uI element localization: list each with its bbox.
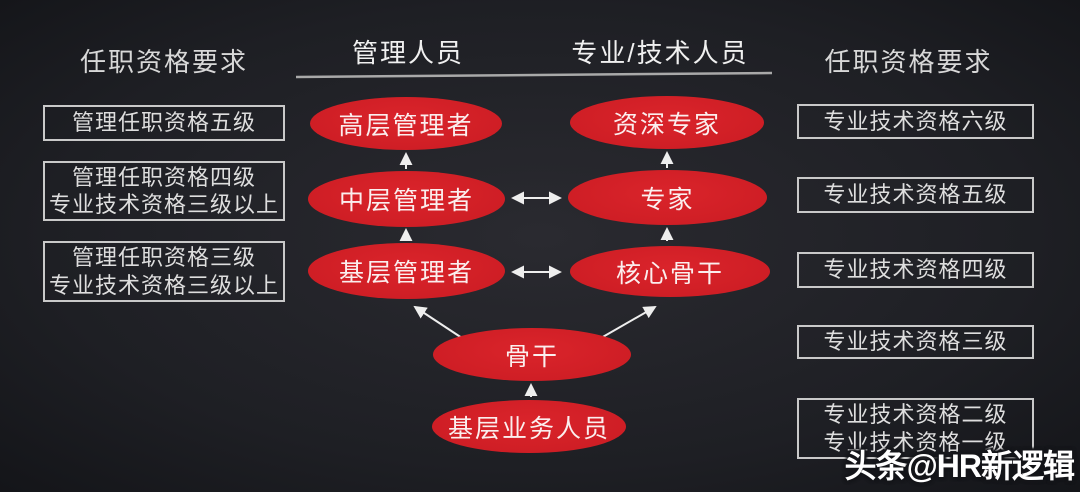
node-expert: 专家 (568, 170, 767, 225)
node-middle-manager: 中层管理者 (308, 171, 505, 227)
qualification-box-line: 管理任职资格四级 (71, 164, 256, 190)
professional-column-header: 专业/技术人员 (571, 38, 749, 68)
column-header-divider (295, 71, 773, 79)
node-label: 高层管理者 (338, 111, 474, 140)
qualification-box-line: 专业技术资格五级 (823, 182, 1008, 208)
node-label: 资深专家 (612, 110, 721, 139)
node-label: 基层业务人员 (447, 414, 610, 443)
node-label: 中层管理者 (338, 187, 474, 215)
arrow-backbone-to-core-backbone (600, 306, 657, 339)
node-label: 专家 (640, 185, 695, 214)
node-backbone: 骨干 (433, 328, 631, 381)
qualification-box-line: 专业技术资格六级 (823, 108, 1008, 134)
qualification-box-line: 管理任职资格三级 (71, 245, 256, 270)
watermark-brand: 头条 (844, 448, 908, 484)
node-label: 骨干 (504, 342, 559, 371)
qualification-box-management-level4: 管理任职资格四级 专业技术资格三级以上 (43, 161, 285, 221)
right-panel-title: 任职资格要求 (824, 47, 993, 77)
qualification-box-technical-level2-1: 专业技术资格二级 专业技术资格一级 (797, 398, 1034, 459)
qualification-box-line: 管理任职资格五级 (71, 110, 256, 136)
qualification-box-technical-level6: 专业技术资格六级 (797, 104, 1034, 139)
qualification-box-management-level3: 管理任职资格三级 专业技术资格三级以上 (43, 241, 285, 302)
node-frontline-manager: 基层管理者 (308, 243, 505, 299)
node-core-backbone: 核心骨干 (570, 246, 770, 297)
qualification-box-line: 专业技术资格二级 (823, 402, 1008, 427)
qualification-box-line: 专业技术资格三级以上 (48, 272, 279, 298)
node-senior-expert: 资深专家 (570, 96, 764, 149)
qualification-box-management-level5: 管理任职资格五级 (43, 105, 285, 141)
node-label: 基层管理者 (338, 259, 474, 287)
management-column-header: 管理人员 (351, 38, 464, 68)
watermark: 头条@HR新逻辑 (844, 441, 1075, 487)
qualification-box-line: 专业技术资格三级 (823, 329, 1008, 355)
node-top-manager: 高层管理者 (310, 97, 502, 150)
qualification-box-line: 专业技术资格四级 (823, 257, 1008, 283)
arrow-backbone-to-frontline-manager (413, 305, 463, 339)
qualification-box-technical-level4: 专业技术资格四级 (797, 252, 1034, 288)
watermark-handle: @HR新逻辑 (906, 448, 1075, 484)
qualification-box-line: 专业技术资格三级以上 (48, 192, 279, 217)
qualification-box-technical-level3: 专业技术资格三级 (797, 325, 1034, 359)
qualification-box-line: 专业技术资格一级 (823, 429, 1008, 455)
node-frontline-staff: 基层业务人员 (432, 400, 626, 453)
left-panel-title: 任职资格要求 (79, 47, 248, 77)
node-label: 核心骨干 (615, 259, 724, 288)
qualification-box-technical-level5: 专业技术资格五级 (797, 177, 1034, 213)
